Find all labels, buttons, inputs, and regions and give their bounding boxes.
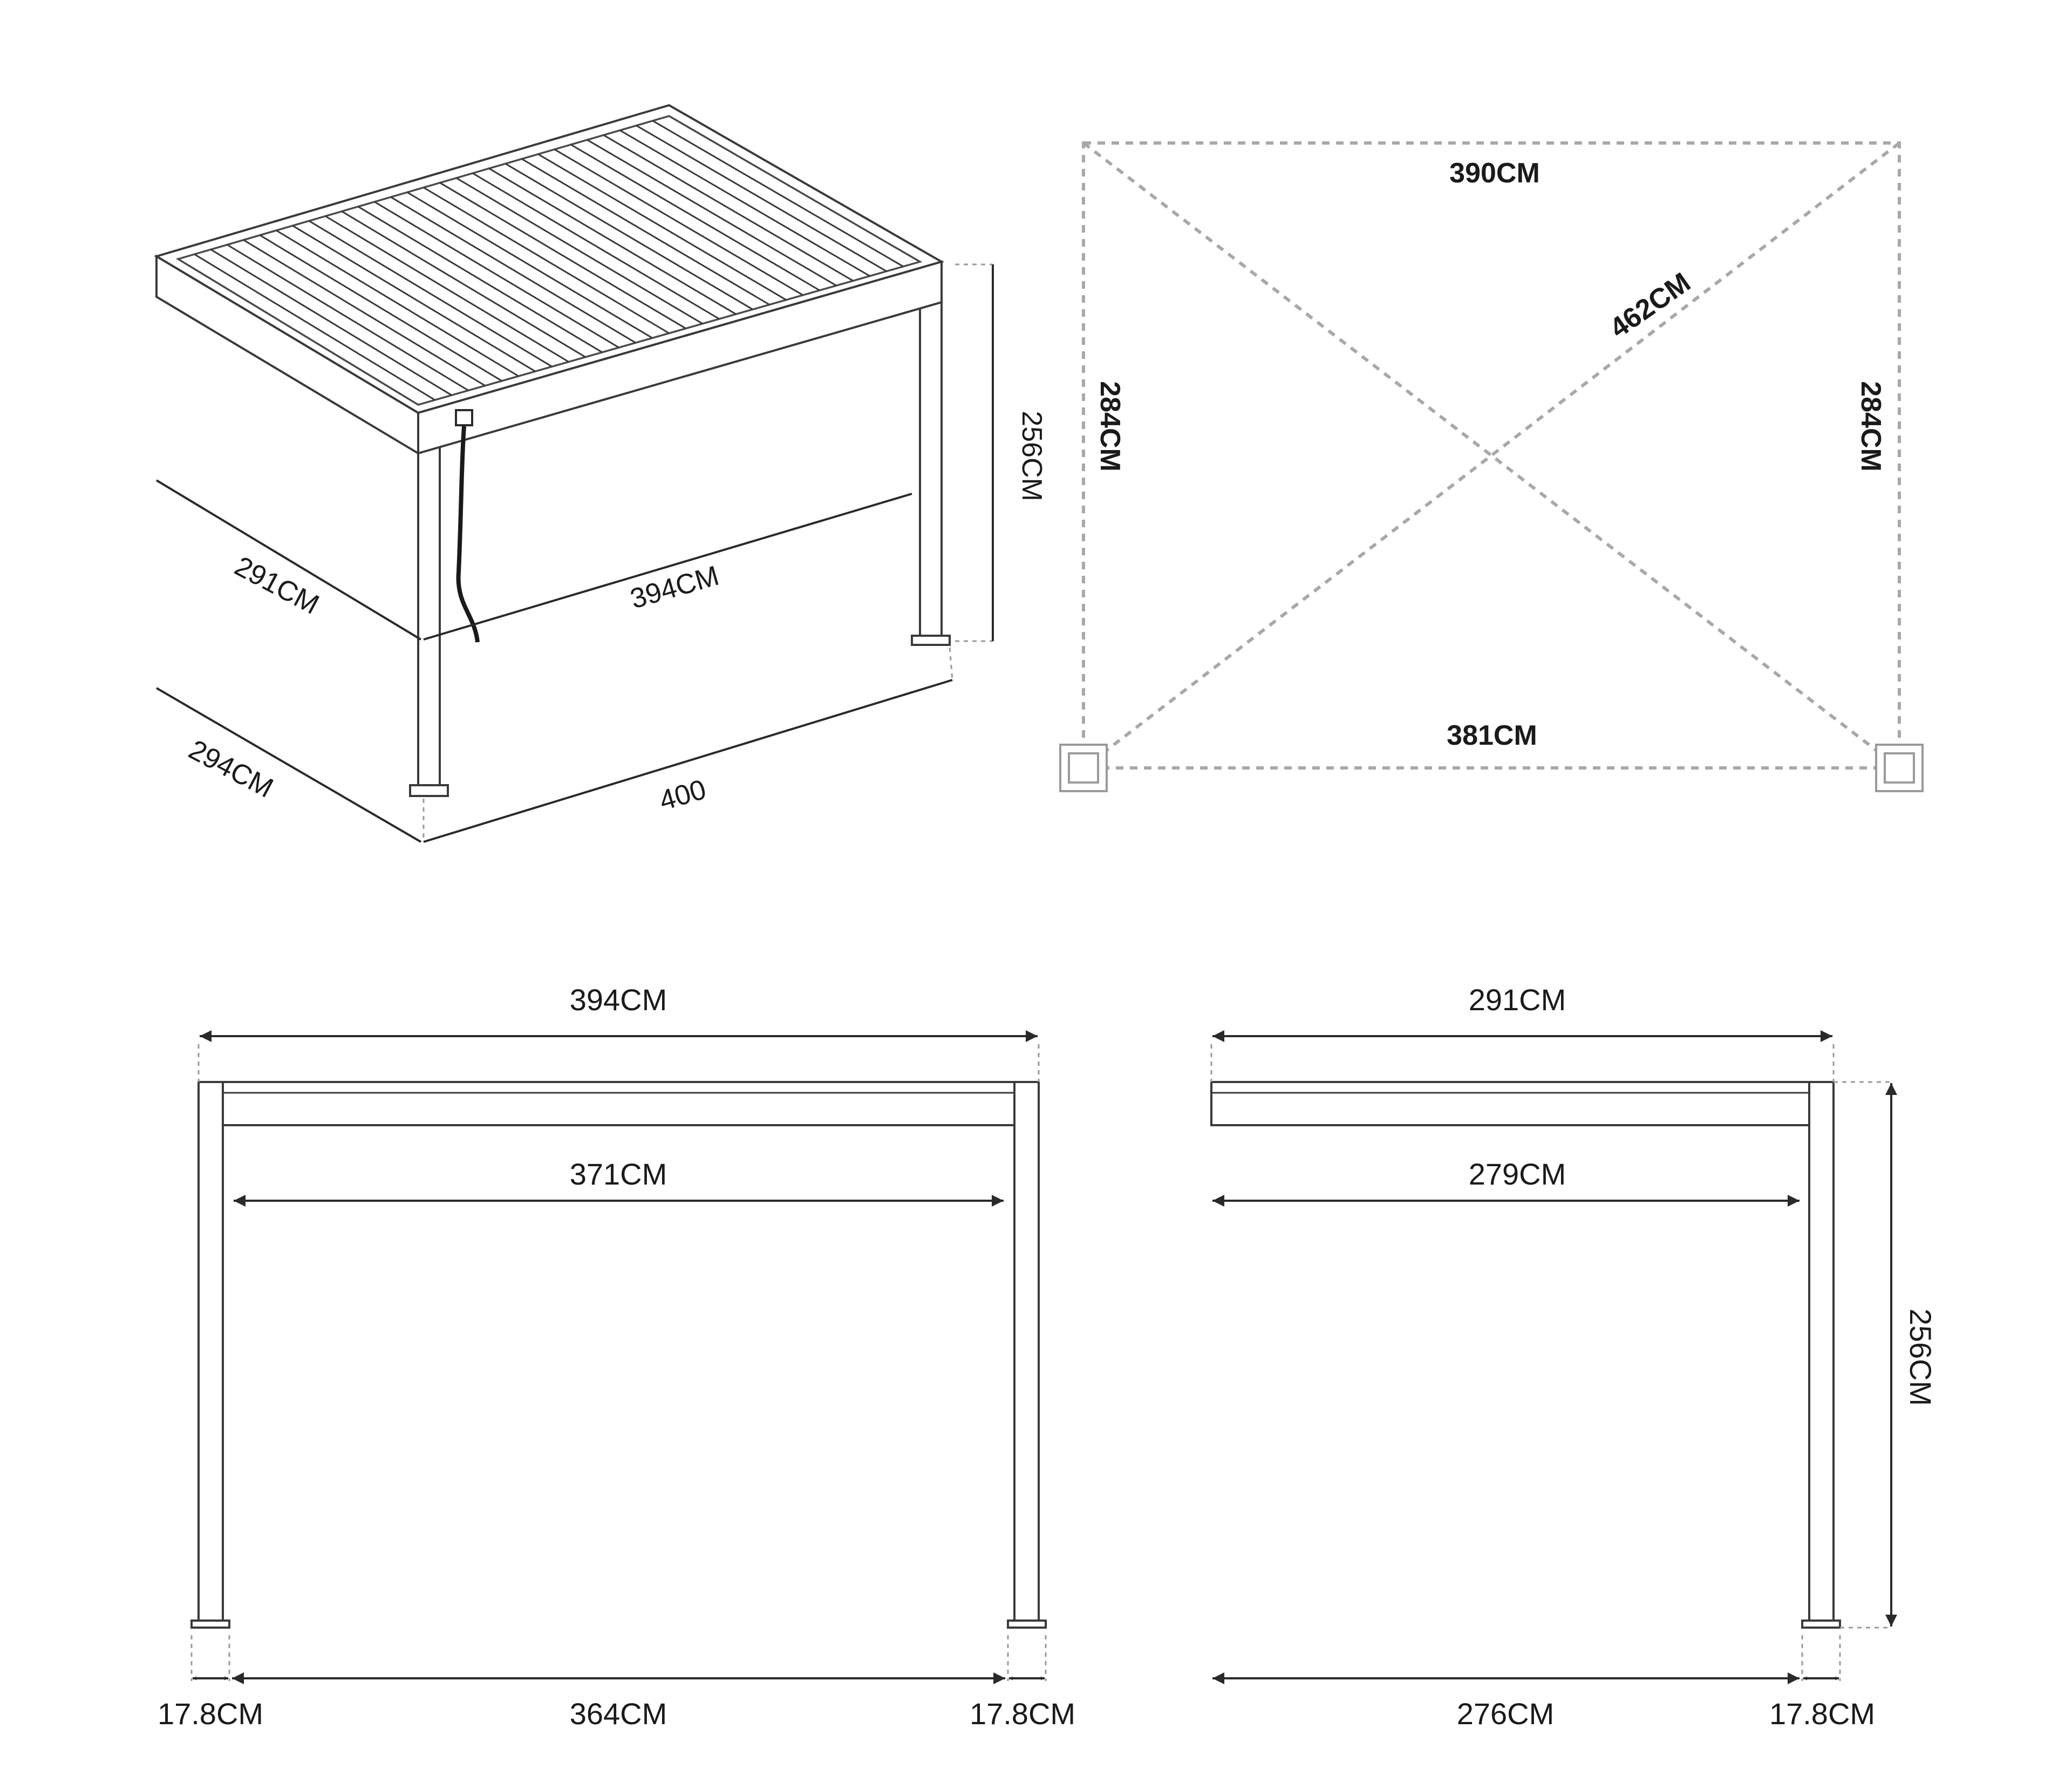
louvre-slat [341,210,586,358]
louvre-slat [603,134,854,282]
louvre-slat [210,249,452,396]
iso-inner-depth-dim: 291CM [155,479,422,641]
plan-right-label: 284CM [1855,381,1886,472]
plan-top-label: 390CM [1449,158,1540,189]
louvre-slat [537,153,787,301]
plan-post-right [1875,744,1924,792]
iso-height-dim: 256CM [955,263,1047,642]
side-span-label: 276CM [1457,1697,1555,1731]
iso-inner-depth-label: 291CM [229,550,324,621]
louvre-slat [619,130,870,277]
louvre-slat [570,144,820,291]
plan-left-label: 284CM [1094,381,1126,472]
side-elevation: 291CM 279CM 256CM 276CM 17.8CM [1210,983,1938,1731]
front-between-label: 364CM [570,1697,667,1731]
front-left-post [409,414,449,797]
louvre-slat [488,167,737,315]
louvre-slat [308,220,553,368]
louvre-slat [292,224,536,372]
louvre-slat [259,234,502,382]
iso-outer-depth-dim: 294CM [155,687,422,843]
louvre-slat [325,215,569,363]
iso-height-label: 256CM [1016,411,1047,501]
side-post-label: 17.8CM [1769,1697,1875,1731]
louvre-slat [587,139,837,287]
iso-inner-width-label: 394CM [627,560,723,615]
louvre-slat [243,239,486,386]
motor-cable [455,409,480,643]
iso-inner-width-dim: 394CM [423,493,912,641]
louvre-slat [652,120,904,268]
louvre-slat [423,187,670,334]
front-inner-label: 371CM [570,1157,667,1191]
front-post-right-label: 17.8CM [970,1697,1075,1731]
louvre-slat [505,163,753,310]
louvre-slat [227,244,469,391]
louvre-slat [357,206,603,353]
louvre-slat [194,253,435,401]
louvre-slat [374,201,619,349]
louvre-slat [276,229,519,377]
louvre-slat [554,148,803,296]
front-overall-label: 394CM [570,983,667,1017]
roof-louvres [194,120,904,401]
louvre-slat [636,125,887,272]
plan-view: 390CM 381CM 284CM 284CM 462CM [1059,141,1924,792]
side-height-label: 256CM [1904,1309,1938,1406]
louvre-slat [472,172,720,320]
side-overall-label: 291CM [1469,983,1566,1017]
roof-frame [154,104,945,455]
front-post-left-label: 17.8CM [158,1697,263,1731]
iso-outer-width-dim: 400 [422,647,953,843]
louvre-slat [521,158,770,305]
louvre-slat [455,177,703,325]
front-elevation: 394CM 371CM 17.8CM 364CM 17.8CM [158,983,1075,1731]
plan-post-left [1059,744,1108,792]
louvre-slat [390,196,636,344]
iso-outer-depth-label: 294CM [183,734,278,804]
plan-bottom-label: 381CM [1447,720,1537,751]
iso-outer-width-label: 400 [656,774,710,817]
side-inner-label: 279CM [1469,1157,1566,1191]
right-post [911,266,951,646]
isometric-view: 256CM 394CM 291CM 294CM 400 [154,104,1047,843]
louvre-slat [406,192,653,339]
louvre-slat [439,182,686,329]
